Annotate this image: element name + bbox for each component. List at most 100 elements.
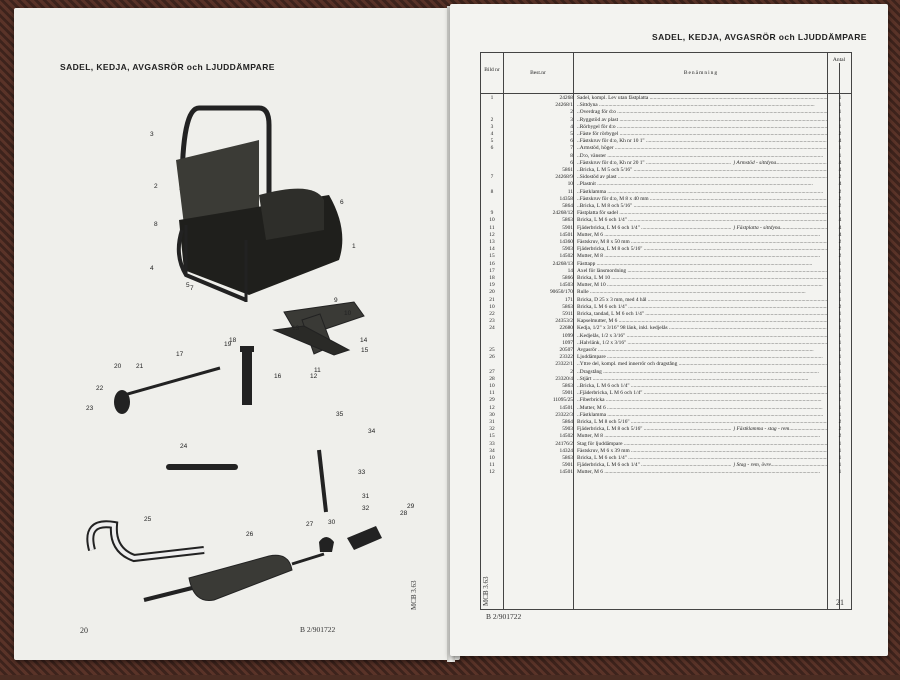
cell-part: 8	[570, 152, 573, 159]
cell-qty: 1	[838, 325, 842, 332]
cell-qty: 1	[838, 404, 842, 411]
table-row: 32 5903 Fjäderbricka, L M 8 och 5/16" ....…	[481, 426, 851, 433]
cell-qty: 2	[838, 188, 842, 195]
cell-fig: 8	[490, 188, 494, 195]
cell-qty: 1	[838, 332, 842, 339]
cell-qty: 4	[838, 159, 842, 166]
cell-part: 24353/2	[555, 318, 573, 325]
cell-part: 6	[570, 159, 573, 166]
callout-10: 10	[344, 310, 352, 317]
cell-qty: 1	[838, 109, 842, 116]
cell-desc: ..Rörbygel för d:o .....................…	[577, 123, 827, 130]
cell-qty: 1	[838, 390, 842, 397]
cell-desc: ..Bricka, L M 6 och 1/4" ...............…	[577, 383, 827, 389]
cell-part: 5863	[562, 455, 573, 461]
cell-fig: 27	[489, 368, 495, 375]
cell-desc: Bricka, L M 8 och 5/16" ................…	[577, 419, 827, 425]
cell-qty: 1	[838, 267, 842, 274]
cell-fig: 12	[489, 404, 495, 411]
cell-part: 2	[570, 109, 573, 116]
group-bracket-label: } Stag - rem, övre	[731, 462, 771, 469]
cell-part: 14	[567, 267, 573, 274]
left-page-title: SADEL, KEDJA, AVGASRÖR och LJUDDÄMPARE	[60, 62, 275, 72]
cell-desc: ..Fiberbricka ..........................…	[577, 397, 822, 404]
cell-qty: 1	[838, 116, 842, 123]
cell-qty: 1	[838, 102, 842, 109]
table-row: 2..Överdrag för d:o ....................…	[481, 109, 851, 116]
pin-part	[242, 350, 252, 405]
right-side-code: MCB 3.63	[482, 576, 490, 606]
col-divider	[827, 53, 828, 609]
cell-desc: Bricka, D 25 x 3 mm, med 4 hål .........…	[577, 296, 827, 303]
cell-desc: Mutter, M 6 ............................…	[577, 469, 820, 476]
cell-part: 5864	[562, 419, 573, 425]
cell-part: 11095/25	[552, 397, 573, 404]
cell-fig: 9	[490, 210, 494, 217]
cell-part: 5903	[562, 246, 573, 253]
callout-30: 30	[328, 519, 336, 526]
cell-desc: ..D:o, vänster .........................…	[577, 152, 824, 159]
cell-qty: 1	[838, 210, 842, 217]
cell-fig: 11	[489, 224, 495, 231]
cell-qty: 2	[838, 419, 842, 425]
cell-fig: 33	[489, 440, 495, 447]
cell-fig: 11	[489, 390, 495, 397]
cell-desc: Fästskruv, M 8 x 50 mm .................…	[577, 239, 827, 245]
cell-qty: 1	[838, 447, 842, 454]
cell-desc: Fjäderbricka, L M 8 och 5/16" ..........…	[577, 426, 827, 433]
cell-desc: ..Bricka, L M 5 och 5/16" ..............…	[577, 167, 827, 173]
cell-desc: ..Stjärt ...............................…	[577, 375, 809, 382]
cell-part: 14502	[559, 433, 573, 440]
callout-11: 11	[314, 367, 321, 374]
cell-qty: 2	[838, 174, 842, 181]
cell-qty: 4	[838, 224, 842, 231]
cell-fig: 5	[490, 138, 494, 145]
cell-desc: ..Fästklamma ...........................…	[577, 411, 824, 418]
cell-qty: 1	[838, 282, 842, 289]
cell-fig: 32	[489, 426, 495, 433]
cell-fig: 25	[489, 347, 495, 353]
cell-fig: 10	[489, 217, 495, 224]
cell-part: 5911	[562, 311, 573, 317]
cell-part: 5903	[562, 426, 573, 433]
cell-qty: 2	[838, 433, 842, 440]
cell-desc: Mutter, M 10 ...........................…	[577, 282, 823, 289]
callout-2: 2	[154, 183, 158, 190]
cell-desc: ..Dragstång ............................…	[577, 368, 819, 375]
cell-part: 14501	[559, 404, 573, 411]
cell-part: 14502	[559, 253, 573, 260]
table-row: 14358..Fästskruv för d:o, M 8 x 40 mm ..…	[481, 196, 851, 203]
header-qty: Antal	[832, 57, 846, 63]
cell-qty: 1	[838, 145, 842, 152]
cell-desc: ..Sidostöd av plast ....................…	[577, 174, 827, 181]
cell-desc: Kapselmutter, M 6 ......................…	[577, 318, 827, 325]
cell-part: 5	[570, 131, 573, 137]
cell-fig: 3	[490, 123, 494, 130]
cell-part: 14324	[559, 447, 573, 454]
cell-qty: 1	[838, 152, 842, 159]
cell-desc: ..Fästskruv för d:o, Kh nr 10 1" .......…	[577, 138, 827, 145]
cell-fig: 19	[489, 282, 495, 289]
cell-fig: 10	[489, 455, 495, 461]
callout-12: 12	[310, 373, 318, 380]
cell-part: 3	[570, 116, 573, 123]
cell-fig: 15	[489, 433, 495, 440]
left-side-code: MCB 3.63	[410, 580, 418, 610]
callout-28: 28	[400, 510, 408, 517]
